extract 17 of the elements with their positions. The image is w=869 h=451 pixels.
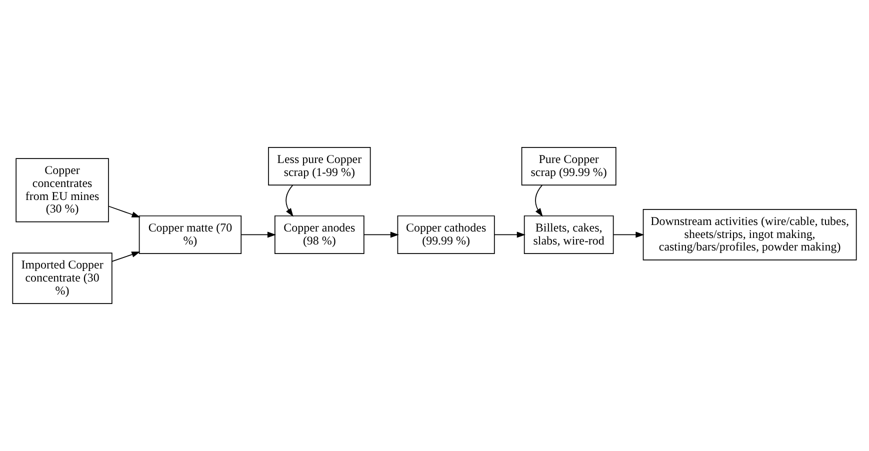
node-box: Downstream activities (wire/cable, tubes, sheets/strips, ingot making, casting/bars/profiles, powder making)	[642, 209, 857, 260]
arrow	[112, 252, 140, 262]
node-box: Imported Copper concentrate (30 %)	[12, 252, 112, 304]
arrow	[613, 232, 644, 238]
node-box: Copper anodes (98 %)	[274, 215, 364, 254]
arrow	[535, 184, 543, 217]
node-box: Less pure Copper scrap (1-99 %)	[268, 147, 371, 186]
node-box: Copper cathodes (99.99 %)	[397, 215, 495, 254]
arrow	[494, 232, 526, 238]
node-box: Pure Copper scrap (99.99 %)	[521, 147, 616, 186]
arrow	[108, 206, 140, 218]
node-box: Copper matte (70 %)	[138, 215, 242, 254]
arrow	[286, 184, 294, 217]
arrow	[364, 232, 399, 238]
node-box: Billets, cakes, slabs, wire-rod	[524, 215, 614, 254]
node-box: Copper concentrates from EU mines (30 %)	[16, 158, 109, 222]
arrow	[241, 232, 276, 238]
